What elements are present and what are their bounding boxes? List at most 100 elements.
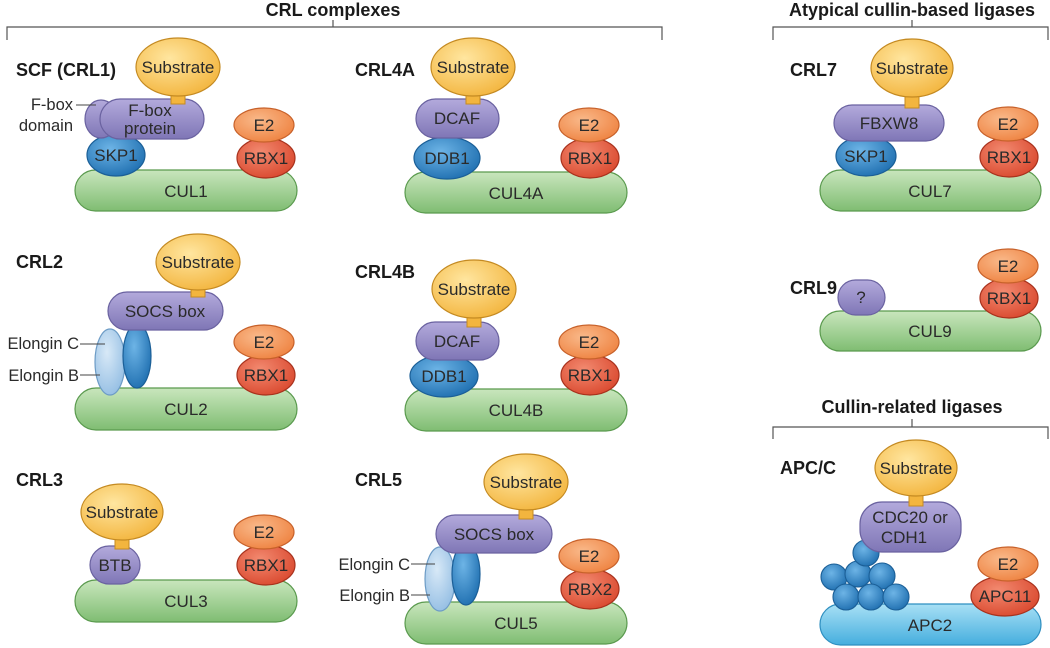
- substrate: [431, 259, 517, 319]
- substrate-label: Substrate: [142, 58, 215, 77]
- e2-label: E2: [254, 333, 275, 352]
- cullin-related-heading: Cullin-related ligases: [821, 397, 1002, 417]
- e2-enzyme: [558, 107, 620, 143]
- substrate: [155, 233, 241, 291]
- substrate-label: Substrate: [438, 280, 511, 299]
- fbox-protein: [99, 98, 205, 140]
- socs-box: [107, 291, 224, 331]
- socs-box-label: SOCS box: [125, 302, 206, 321]
- cul4b-label: CUL4B: [489, 401, 544, 420]
- btb-label: BTB: [98, 556, 131, 575]
- section-header-atypical: Atypical cullin-based ligases: [772, 0, 1049, 40]
- e2-enzyme: [977, 106, 1039, 142]
- elongin-c: [122, 323, 152, 389]
- ddb1-label: DDB1: [424, 149, 469, 168]
- e2-label: E2: [998, 257, 1019, 276]
- substrate: [80, 483, 164, 541]
- substrate: [870, 38, 954, 98]
- apc-subunit: [832, 583, 860, 611]
- apc11-label: APC11: [979, 587, 1032, 606]
- atypical-heading: Atypical cullin-based ligases: [789, 0, 1035, 20]
- elongin-b-label: Elongin B: [8, 367, 79, 385]
- elongin-c-label: Elongin C: [338, 556, 410, 574]
- substrate: [874, 439, 958, 497]
- complex-crl2: CRL2 CUL2 Elongin C Elongin B SOCS box S…: [7, 233, 298, 431]
- cdc20-label-1: CDC20 or: [872, 508, 948, 527]
- crl-complexes-heading: CRL complexes: [266, 0, 401, 20]
- crl5-title: CRL5: [355, 470, 402, 490]
- crl9-title: CRL9: [790, 278, 837, 298]
- substrate-label: Substrate: [880, 459, 953, 478]
- socs-box: [435, 514, 553, 554]
- crl4a-title: CRL4A: [355, 60, 415, 80]
- fbox-domain-label-1: F-box: [31, 96, 74, 114]
- substrate: [483, 453, 569, 511]
- crl2-title: CRL2: [16, 252, 63, 272]
- apc-subunit: [868, 562, 896, 590]
- section-header-related: Cullin-related ligases: [772, 397, 1049, 439]
- e2-label: E2: [998, 115, 1019, 134]
- fbox-domain-label-2: domain: [19, 117, 73, 135]
- substrate: [430, 37, 516, 97]
- rbx2-label: RBX2: [568, 580, 612, 599]
- fbox-protein-label-2: protein: [124, 119, 176, 138]
- atypical-bracket: [772, 20, 1049, 40]
- rbx1-label: RBX1: [987, 289, 1031, 308]
- substrate: [135, 37, 221, 97]
- e2-label: E2: [579, 547, 600, 566]
- complex-crl3: CRL3 CUL3 BTB Substrate RBX1 E2: [16, 470, 298, 623]
- unknown-label: ?: [856, 288, 865, 307]
- apc2-label: APC2: [908, 616, 952, 635]
- cul9-label: CUL9: [908, 322, 951, 341]
- skp1-label: SKP1: [94, 146, 137, 165]
- cdc20-label-2: CDH1: [881, 528, 927, 547]
- crl3-title: CRL3: [16, 470, 63, 490]
- dcaf-label: DCAF: [434, 332, 480, 351]
- e2-label: E2: [579, 333, 600, 352]
- cul4a-label: CUL4A: [489, 184, 544, 203]
- e2-label: E2: [579, 116, 600, 135]
- e2-enzyme: [977, 248, 1039, 284]
- cul2-scaffold: [74, 387, 298, 431]
- dcaf-receptor: [415, 321, 500, 361]
- apcc-title: APC/C: [780, 458, 836, 478]
- complex-crl7: CRL7 CUL7 SKP1 FBXW8 Substrate RBX1 E2: [790, 38, 1042, 212]
- apc-subunit: [857, 583, 885, 611]
- rbx1-label: RBX1: [568, 149, 612, 168]
- substrate-label: Substrate: [86, 503, 159, 522]
- dcaf-receptor: [415, 98, 500, 139]
- scf-title: SCF (CRL1): [16, 60, 116, 80]
- cul1-scaffold: [74, 169, 298, 212]
- rbx1-label: RBX1: [987, 148, 1031, 167]
- section-header-crl: CRL complexes: [6, 0, 663, 40]
- rbx1-label: RBX1: [568, 366, 612, 385]
- e2-enzyme: [558, 538, 620, 574]
- apc2-scaffold: [819, 603, 1042, 646]
- elongin-b-label: Elongin B: [339, 587, 410, 605]
- substrate-label: Substrate: [162, 253, 235, 272]
- cul9-scaffold: [819, 310, 1042, 352]
- cul7-scaffold: [819, 169, 1042, 212]
- rbx1-label: RBX1: [244, 366, 288, 385]
- cul5-label: CUL5: [494, 614, 537, 633]
- e2-enzyme: [977, 546, 1039, 582]
- e2-enzyme: [558, 324, 620, 360]
- complex-crl4b: CRL4B CUL4B DDB1 DCAF Substrate RBX1 E2: [355, 259, 628, 432]
- e2-label: E2: [254, 523, 275, 542]
- cul4b-scaffold: [404, 388, 628, 432]
- cul2-label: CUL2: [164, 400, 207, 419]
- e2-label: E2: [254, 116, 275, 135]
- elongin-b: [94, 328, 126, 396]
- cul4a-scaffold: [404, 171, 628, 214]
- fbxw8-receptor: [833, 104, 945, 142]
- crl4b-title: CRL4B: [355, 262, 415, 282]
- complex-scf: SCF (CRL1) CUL1 SKP1 F-box protein F-box…: [16, 37, 298, 212]
- cul1-label: CUL1: [164, 182, 207, 201]
- related-bracket: [772, 419, 1049, 439]
- e2-enzyme: [233, 324, 295, 360]
- cul3-label: CUL3: [164, 592, 207, 611]
- e2-label: E2: [998, 555, 1019, 574]
- complex-crl4a: CRL4A CUL4A DDB1 DCAF Substrate RBX1 E2: [355, 37, 628, 214]
- e2-enzyme: [233, 107, 295, 143]
- skp1-label: SKP1: [844, 147, 887, 166]
